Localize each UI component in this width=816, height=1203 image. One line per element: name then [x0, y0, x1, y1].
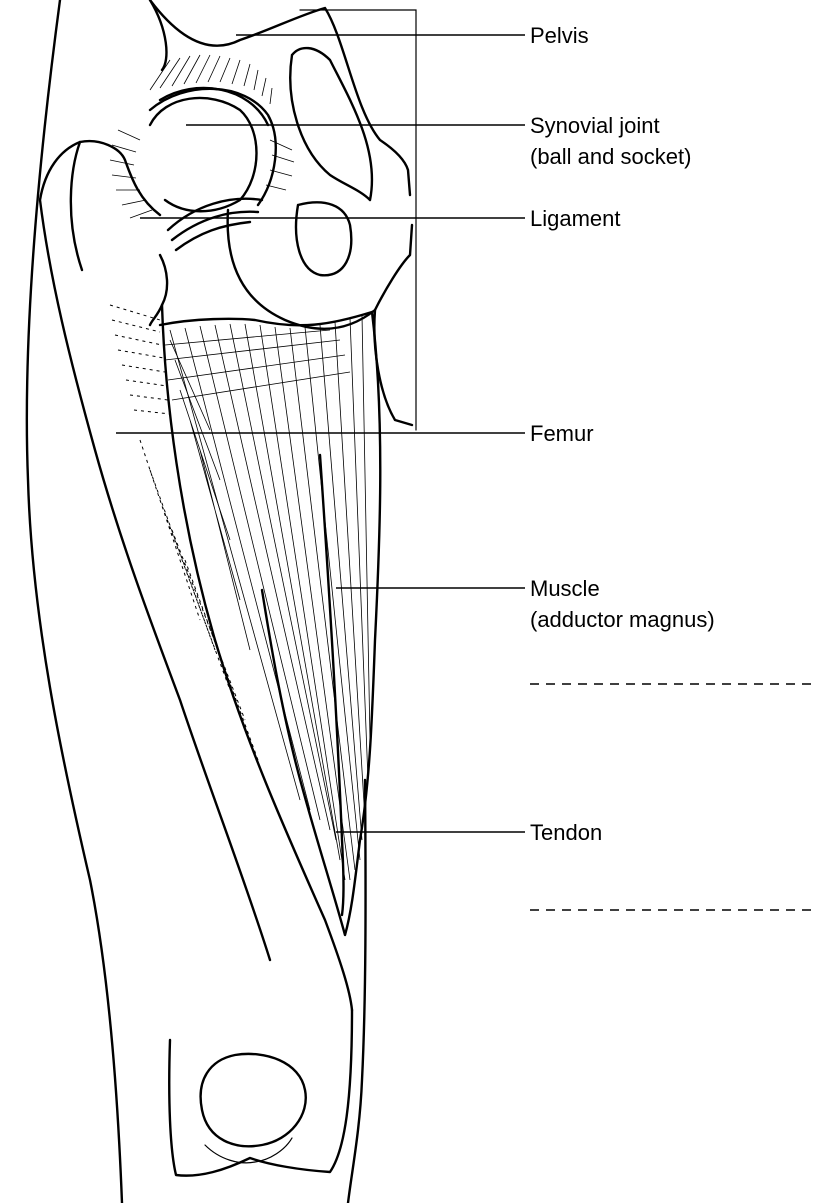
acetabulum-socket-inner: [160, 88, 268, 125]
patella-surface: [201, 1054, 306, 1146]
femur-lesser-trochanter: [150, 255, 167, 325]
label-muscle-detail: (adductor magnus): [530, 607, 715, 632]
label-tendon: Tendon: [530, 820, 602, 845]
label-synovial-joint-detail: (ball and socket): [530, 144, 691, 169]
pelvis-ischium: [228, 210, 412, 329]
femur-outline-right: [162, 305, 352, 1010]
lateral-fiber-stipple: [110, 305, 258, 760]
distal-femur: [169, 1010, 352, 1176]
label-ligament: Ligament: [530, 206, 621, 231]
label-muscle: Muscle: [530, 576, 600, 601]
ligament-strands: [168, 199, 262, 250]
pelvis-obturator: [296, 202, 351, 275]
femoral-head: [150, 98, 257, 211]
thigh-outline-lower-right: [348, 780, 366, 1203]
label-pelvis: Pelvis: [530, 23, 589, 48]
femur-greater-trochanter: [71, 142, 82, 270]
thigh-outline-left: [27, 0, 122, 1203]
muscle-outline: [160, 312, 380, 935]
femur-outline-left: [40, 141, 270, 960]
pelvis-frame: [300, 10, 416, 430]
label-synovial-joint: Synovial joint: [530, 113, 660, 138]
label-femur: Femur: [530, 421, 594, 446]
joint-capsule-hatching: [110, 55, 294, 218]
